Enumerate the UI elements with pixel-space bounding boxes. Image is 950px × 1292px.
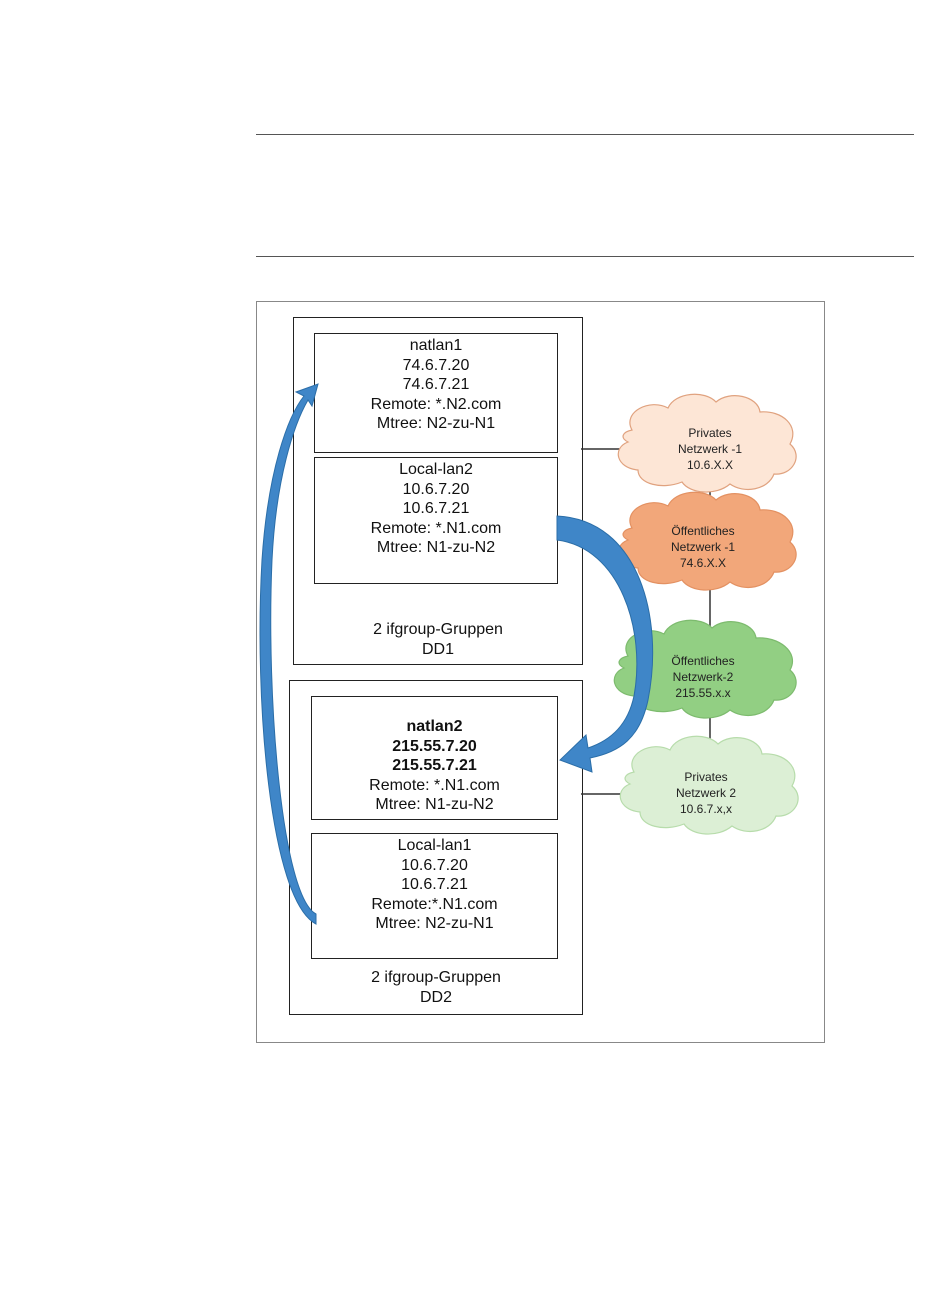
locallan2-mtree: Mtree: N1-zu-N2 — [376, 539, 496, 556]
natlan1-ip2: 74.6.7.21 — [402, 376, 470, 393]
dd1-caption: 2 ifgroup-Gruppen DD1 — [294, 620, 582, 659]
locallan2-remote: Remote: *.N1.com — [370, 519, 502, 537]
locallan2-title: Local-lan2 — [399, 461, 473, 478]
locallan1-ip1: 10.6.7.20 — [401, 856, 468, 874]
dd1-caption-text: 2 ifgroup-Gruppen — [373, 621, 503, 638]
natlan1-ip1: 74.6.7.20 — [402, 356, 470, 374]
dd2-name: DD2 — [419, 988, 452, 1006]
locallan2-ip2: 10.6.7.21 — [402, 500, 470, 517]
locallan1-title: Local-lan1 — [397, 837, 472, 854]
locallan1-mtree: Mtree: N2-zu-N1 — [375, 915, 494, 932]
locallan1-remote: Remote:*.N1.com — [371, 895, 498, 913]
locallan1-card: Local-lan1 10.6.7.20 10.6.7.21 Remote:*.… — [311, 833, 558, 959]
natlan2-card: natlan2 215.55.7.20 215.55.7.21 Remote: … — [311, 696, 558, 820]
locallan2-card: Local-lan2 10.6.7.20 10.6.7.21 Remote: *… — [314, 457, 558, 584]
natlan2-remote: Remote: *.N1.com — [369, 776, 500, 794]
top-rule — [256, 134, 914, 135]
natlan1-title: natlan1 — [409, 337, 463, 354]
dd2-caption-text: 2 ifgroup-Gruppen — [371, 969, 501, 986]
bottom-rule — [256, 256, 914, 257]
natlan2-mtree: Mtree: N1-zu-N2 — [375, 796, 494, 813]
locallan1-ip2: 10.6.7.21 — [401, 876, 468, 893]
natlan2-ip1: 215.55.7.20 — [392, 737, 477, 755]
dd1-name: DD1 — [421, 640, 454, 658]
locallan2-ip1: 10.6.7.20 — [402, 480, 470, 498]
natlan2-ip2: 215.55.7.21 — [392, 757, 477, 774]
dd2-caption: 2 ifgroup-Gruppen DD2 — [290, 968, 582, 1007]
natlan2-title: natlan2 — [406, 718, 463, 735]
natlan1-mtree: Mtree: N2-zu-N1 — [376, 415, 496, 432]
natlan1-remote: Remote: *.N2.com — [370, 395, 502, 413]
natlan1-card: natlan1 74.6.7.20 74.6.7.21 Remote: *.N2… — [314, 333, 558, 453]
